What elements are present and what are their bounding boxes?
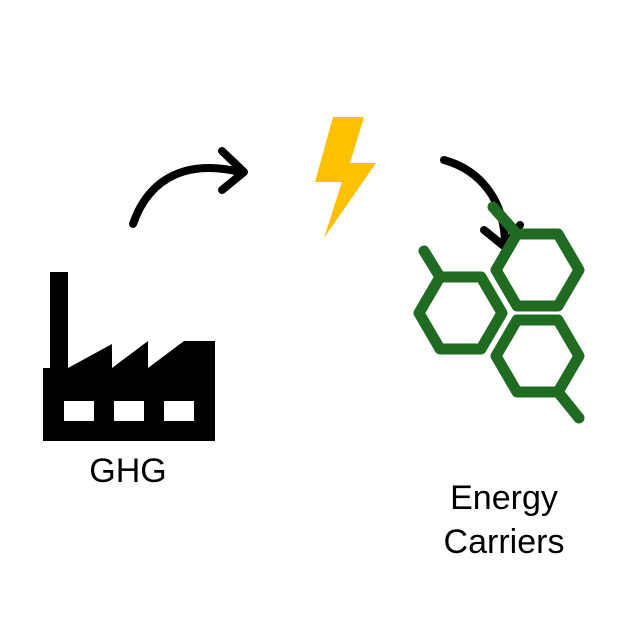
molecule-bond — [552, 386, 585, 424]
lightning-bolt-icon — [315, 117, 376, 238]
molecule-ring — [413, 271, 508, 355]
molecule-bond — [487, 201, 523, 240]
factory-icon — [43, 272, 215, 441]
curved-arrow-icon — [129, 147, 248, 228]
product-label: Energy Carriers — [404, 476, 604, 564]
factory-window — [114, 401, 144, 421]
molecule-bond — [418, 245, 446, 283]
product-label-line1: Energy — [450, 479, 558, 517]
product-label-line2: Carriers — [443, 523, 565, 562]
factory-window — [64, 401, 94, 421]
curved-arrow-icon — [440, 156, 524, 251]
molecule-ring — [490, 228, 585, 312]
factory-window — [164, 401, 194, 421]
source-label: GHG — [89, 452, 167, 490]
molecule-icon — [413, 201, 585, 424]
molecule-ring — [490, 314, 585, 398]
